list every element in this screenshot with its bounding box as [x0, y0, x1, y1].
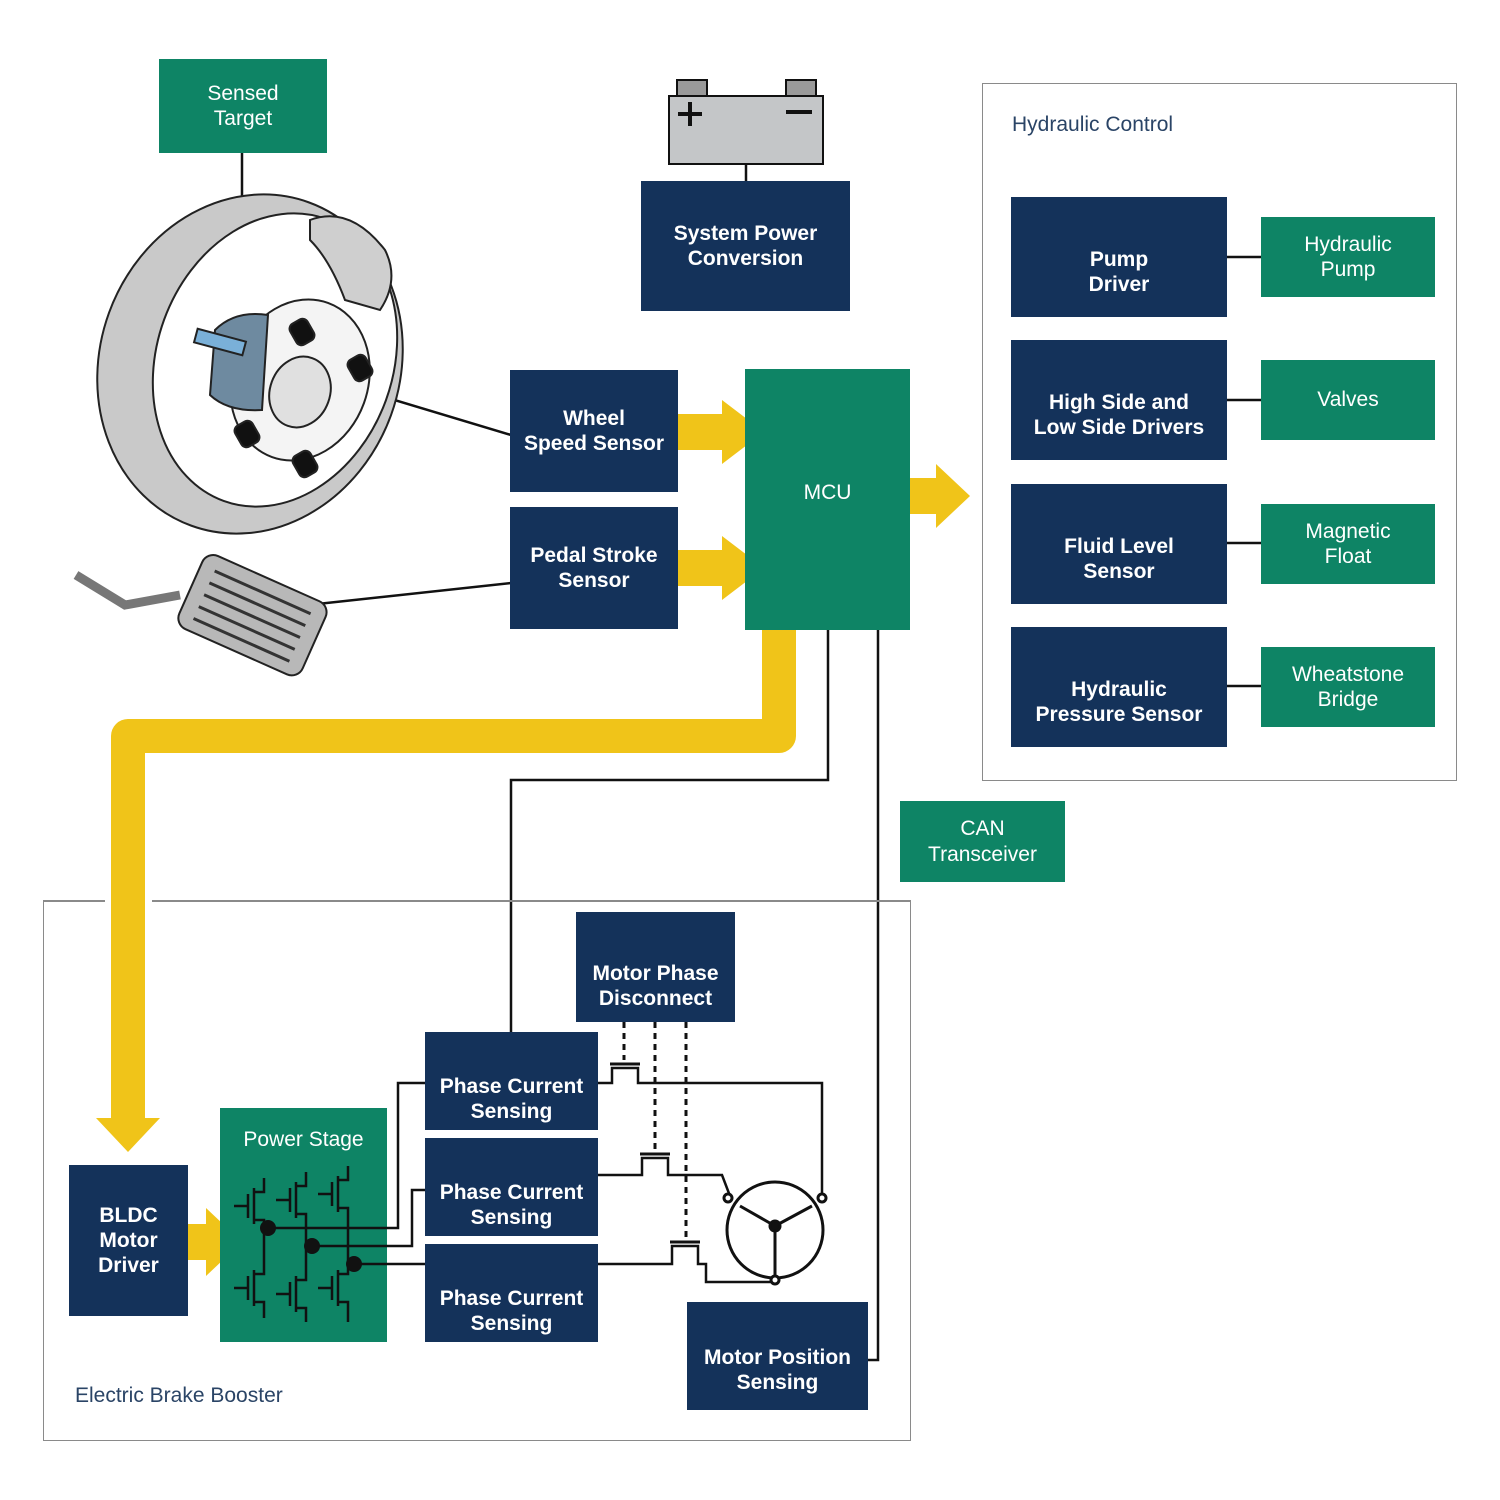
high-low-side-drivers-box: High Side and Low Side Drivers: [1011, 340, 1227, 460]
wheel-speed-arrow: [678, 400, 764, 464]
motor-position-sensing-box: Motor Position Sensing: [687, 1302, 868, 1410]
electric-brake-booster-panel: [43, 900, 911, 1441]
brake-booster-top-border-left: [43, 900, 105, 902]
pedal-stroke-sensor-box: Pedal Stroke Sensor: [510, 507, 678, 629]
electric-brake-booster-title: Electric Brake Booster: [75, 1384, 283, 1407]
phase-current-sensing-1-box: Phase Current Sensing: [425, 1032, 598, 1130]
mosfet-icon: [234, 1166, 387, 1322]
bldc-arrowhead: [96, 1118, 160, 1152]
brake-booster-top-border-right: [152, 900, 911, 902]
mcu-to-bldc-arrow: [111, 630, 796, 1120]
hydraulic-pressure-sensor-box: Hydraulic Pressure Sensor: [1011, 627, 1227, 747]
battery-icon: [668, 79, 824, 165]
power-stage-box: Power Stage: [220, 1108, 387, 1342]
disconnect-switches: [610, 1062, 700, 1244]
disconnect-control-lines: [622, 1022, 688, 1238]
phase-current-sensing-2-box: Phase Current Sensing: [425, 1138, 598, 1236]
valves-box: Valves: [1261, 360, 1435, 440]
wheatstone-bridge-box: Wheatstone Bridge: [1261, 647, 1435, 727]
pump-driver-box: Pump Driver: [1011, 197, 1227, 317]
brake-pedal-icon: [73, 554, 328, 677]
phase-current-sensing-3-box: Phase Current Sensing: [425, 1244, 598, 1342]
motor-icon: [722, 1180, 828, 1286]
fluid-level-sensor-box: Fluid Level Sensor: [1011, 484, 1227, 604]
brake-disc-icon: [96, 193, 404, 535]
power-stage-title: Power Stage: [243, 1128, 364, 1151]
hydraulic-pump-box: Hydraulic Pump: [1261, 217, 1435, 297]
motor-phase-disconnect-box: Motor Phase Disconnect: [576, 912, 735, 1022]
can-transceiver-box: CAN Transceiver: [900, 801, 1065, 882]
hydraulic-control-title: Hydraulic Control: [1012, 113, 1174, 136]
mcu-box: MCU: [745, 369, 910, 630]
bldc-motor-driver-box: BLDC Motor Driver: [69, 1165, 188, 1316]
wheel-speed-sensor-box: Wheel Speed Sensor: [510, 370, 678, 492]
pedal-stroke-arrow: [678, 536, 764, 600]
sensed-target-box: Sensed Target: [159, 59, 327, 153]
mcu-to-hydraulic-arrow: [910, 464, 970, 528]
system-power-conversion-box: System Power Conversion: [641, 181, 850, 311]
magnetic-float-box: Magnetic Float: [1261, 504, 1435, 584]
hydraulic-control-panel: [982, 83, 1457, 781]
